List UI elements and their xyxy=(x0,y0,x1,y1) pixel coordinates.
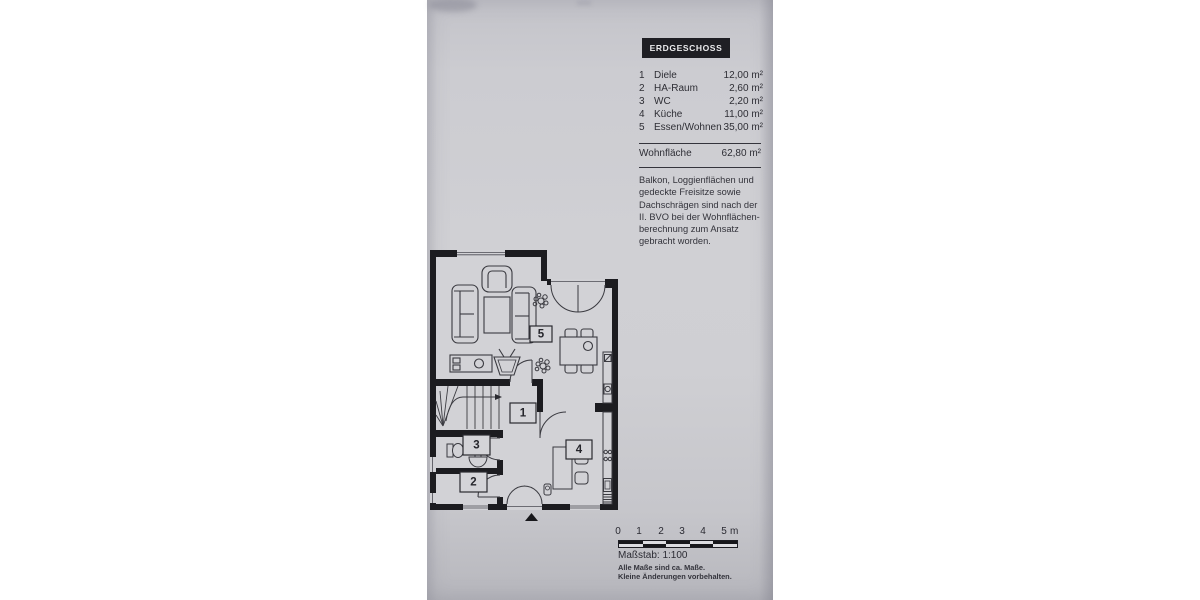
entry-fixture xyxy=(543,483,552,496)
room-name: WC xyxy=(654,96,671,107)
room-name: Küche xyxy=(654,109,683,120)
toilet-bowl xyxy=(452,443,464,458)
floor-title-bar: ERDGESCHOSS xyxy=(642,38,730,58)
tv xyxy=(493,356,521,376)
total-area-row: Wohnfläche 62,80 m² xyxy=(639,148,761,159)
legend-row: 5 Essen/Wohnen 35,00 m² xyxy=(639,121,763,134)
scale-block: 0 1 2 3 4 5 m Maßstab: 1:100 Alle Maße s… xyxy=(615,526,762,586)
scale-tick: 4 xyxy=(700,526,706,537)
photo-smudge xyxy=(429,0,477,12)
wall-openings xyxy=(430,250,605,510)
room-area: 35,00 m² xyxy=(723,122,763,133)
entrance-door-right xyxy=(523,485,543,505)
wc-sink xyxy=(468,456,488,468)
scale-bar xyxy=(618,540,738,548)
plant xyxy=(534,357,551,374)
floorplan-photo: ERDGESCHOSS 1 Diele 12,00 m² 2 HA-Raum 2… xyxy=(427,0,773,600)
room-area: 2,60 m² xyxy=(729,83,763,94)
room-label-box-4 xyxy=(565,439,593,460)
scale-tick: 0 xyxy=(615,526,621,537)
room-number: 2 xyxy=(639,83,645,94)
staircase xyxy=(435,385,502,429)
room-labels: 5 1 3 2 4 xyxy=(459,325,593,493)
scale-bar-segment xyxy=(689,541,714,547)
balcony-door-left xyxy=(550,284,579,313)
room-name: HA-Raum xyxy=(654,83,698,94)
divider xyxy=(639,143,761,144)
room-name: Diele xyxy=(654,70,677,81)
room-number: 1 xyxy=(639,70,645,81)
wc-fixtures xyxy=(446,443,488,468)
floor-plan: 5 1 3 2 4 xyxy=(430,250,618,521)
scale-bar-segment xyxy=(619,541,643,547)
stair-direction-line xyxy=(445,396,495,422)
room-label-box-1 xyxy=(509,402,537,424)
living-room-furniture xyxy=(449,265,537,376)
kitchen-chair xyxy=(574,471,589,485)
balcony-door-right xyxy=(577,284,606,313)
armchair xyxy=(481,265,513,293)
total-label: Wohnfläche xyxy=(639,148,692,159)
room-area: 2,20 m² xyxy=(729,96,763,107)
photo-smudge-2 xyxy=(577,1,591,5)
coffee-table xyxy=(483,296,511,334)
entrance-marker xyxy=(525,513,538,521)
room-name: Essen/Wohnen xyxy=(654,122,722,133)
room-area: 11,00 m² xyxy=(724,109,763,120)
kitchen-sink xyxy=(603,478,612,492)
legend-row: 3 WC 2,20 m² xyxy=(639,95,763,108)
room-label-2: 2 xyxy=(470,477,476,489)
entrance-door-left xyxy=(506,485,526,505)
room-area: 12,00 m² xyxy=(723,70,763,81)
room-number: 4 xyxy=(639,109,645,120)
legal-note: Balkon, Loggienflächen und gedeckte Frei… xyxy=(639,175,760,247)
legend-row: 4 Küche 11,00 m² xyxy=(639,108,763,121)
room-label-box-2 xyxy=(459,471,488,493)
legend-row: 1 Diele 12,00 m² xyxy=(639,69,763,82)
divider xyxy=(639,167,761,168)
stair-arrow xyxy=(495,394,502,400)
legend-row: 2 HA-Raum 2,60 m² xyxy=(639,82,763,95)
room-label-box-3 xyxy=(462,434,491,456)
scale-tick: 1 xyxy=(636,526,642,537)
room-number: 3 xyxy=(639,96,645,107)
plant xyxy=(532,292,549,309)
floor-title: ERDGESCHOSS xyxy=(649,43,723,53)
room-number: 5 xyxy=(639,122,645,133)
room-label-3: 3 xyxy=(473,440,479,452)
table-bowl xyxy=(582,340,594,352)
room-label-box-5 xyxy=(529,325,553,343)
dining-table xyxy=(559,336,598,366)
scale-note-2: Kleine Änderungen vorbehalten. xyxy=(618,572,732,581)
room-label-1: 1 xyxy=(520,408,527,420)
scale-tick: 5 xyxy=(721,526,727,537)
scale-label: Maßstab: 1:100 xyxy=(618,550,688,561)
total-area: 62,80 m² xyxy=(721,148,761,159)
scale-tick: 3 xyxy=(679,526,685,537)
scale-tick: 2 xyxy=(658,526,664,537)
scale-bar-segment xyxy=(666,541,690,547)
scale-bar-segment xyxy=(642,541,667,547)
kitchen-counter-upper xyxy=(602,351,613,404)
scale-unit: m xyxy=(730,526,739,537)
window-glass-lines xyxy=(432,252,605,509)
scale-note-1: Alle Maße sind ca. Maße. xyxy=(618,563,706,572)
room-label-5: 5 xyxy=(538,329,545,341)
room-label-4: 4 xyxy=(576,444,583,456)
dining-set xyxy=(559,328,598,374)
scale-bar-segment xyxy=(713,541,737,547)
room-legend: 1 Diele 12,00 m² 2 HA-Raum 2,60 m² 3 WC … xyxy=(639,69,763,134)
